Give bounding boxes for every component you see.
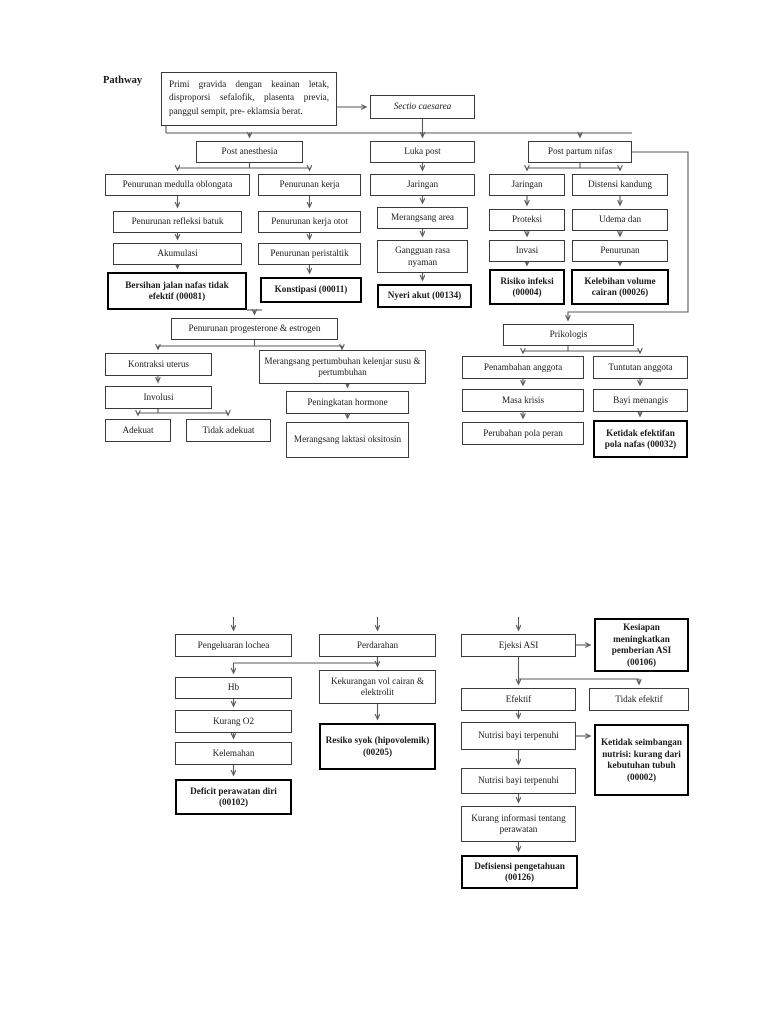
page-title: Pathway (103, 75, 143, 86)
flow-node-n17: Penurunan peristaltik (258, 243, 361, 265)
flow-node-n27: Prikologis (503, 324, 634, 346)
flow-node-n16: Akumulasi (113, 243, 242, 265)
flow-node-n19: Invasi (489, 240, 565, 262)
flow-node-n25: Kelebihan volume cairan (00026) (571, 269, 669, 305)
flow-node-n53: Kelemahan (175, 742, 292, 765)
flow-node-n14: Proteksi (489, 209, 565, 231)
flow-node-n9: Jaringan (489, 174, 565, 196)
flow-node-n51: Nutrisi bayi terpenuhi (461, 722, 576, 750)
flow-node-n30: Penambahan anggota (462, 356, 584, 379)
flow-node-n7: Penurunan kerja (258, 174, 361, 196)
flow-node-n10: Distensi kandung (572, 174, 668, 196)
flow-node-n57: Defisiensi pengetahuan (00126) (461, 855, 578, 889)
flow-node-n39: Perubahan pola peran (462, 422, 584, 445)
flow-node-n38: Merangsang laktasi oksitosin (286, 422, 409, 458)
flow-node-n37: Tidak adekuat (186, 419, 271, 442)
flow-node-n56: Kurang informasi tentang perawatan (461, 806, 576, 842)
flow-node-n11: Penurunan refleksi batuk (113, 211, 242, 233)
flow-node-n20: Penurunan (572, 240, 668, 262)
flow-node-n13: Merangsang area (377, 207, 468, 229)
flow-node-n34: Masa krisis (462, 389, 584, 412)
flow-node-n6: Penurunan medulla oblongata (105, 174, 250, 196)
flow-node-n49: Kurang O2 (175, 710, 292, 733)
flow-node-n43: Ejeksi ASI (461, 634, 576, 657)
flow-node-n47: Efektif (461, 688, 576, 711)
flow-node-n48: Tidak efektif (589, 688, 689, 711)
flow-node-n22: Konstipasi (00011) (260, 277, 362, 303)
flow-node-n21: Bersihan jalan nafas tidak efektif (0008… (107, 272, 247, 310)
flow-node-n28: Kontraksi uterus (105, 353, 212, 376)
flow-node-n29: Merangsang pertumbuhan kelenjar susu & p… (259, 350, 426, 384)
flow-node-n5: Post partum nifas (528, 141, 632, 163)
flow-node-n32: Involusi (105, 386, 212, 409)
flow-node-n40: Ketidak efektifan pola nafas (00032) (593, 420, 688, 458)
flow-node-n4: Luka post (370, 141, 475, 163)
flow-node-n41: Pengeluaran lochea (175, 634, 292, 657)
flow-node-n15: Udema dan (572, 209, 668, 231)
flow-node-n55: Deficit perawatan diri (00102) (175, 779, 292, 815)
flow-node-n24: Risiko infeksi (00004) (489, 269, 565, 305)
flow-node-n23: Nyeri akut (00134) (377, 284, 472, 308)
flow-node-n35: Bayi menangis (593, 389, 688, 412)
flow-node-n2: Sectio caesarea (370, 95, 475, 119)
flow-node-n44: Kesiapan meningkatkan pemberian ASI (001… (594, 618, 689, 672)
flow-node-n3: Post anesthesia (196, 141, 303, 163)
flow-node-n18: Gangguan rasa nyaman (377, 240, 468, 273)
flow-node-n50: Resiko syok (hipovolemik) (00205) (319, 723, 436, 770)
flow-node-n52: Ketidak seimbangan nutrisi: kurang dari … (594, 724, 689, 796)
flow-node-n42: Perdarahan (319, 634, 436, 657)
flow-node-n31: Tuntutan anggota (593, 356, 688, 379)
flow-node-n36: Adekuat (105, 419, 171, 442)
flow-node-n8: Jaringan (370, 174, 475, 196)
flow-node-n33: Peningkatan hormone (286, 391, 409, 414)
flow-node-n54: Nutrisi bayi terpenuhi (461, 768, 576, 794)
flow-node-n12: Penurunan kerja otot (258, 211, 361, 233)
flow-node-n46: Kekurangan vol cairan & elektrolit (319, 670, 436, 704)
flow-node-n1: Primi gravida dengan keainan letak, disp… (161, 72, 337, 126)
flow-node-n26: Penurunan progesterone & estrogen (171, 318, 338, 340)
flow-node-n45: Hb (175, 677, 292, 699)
